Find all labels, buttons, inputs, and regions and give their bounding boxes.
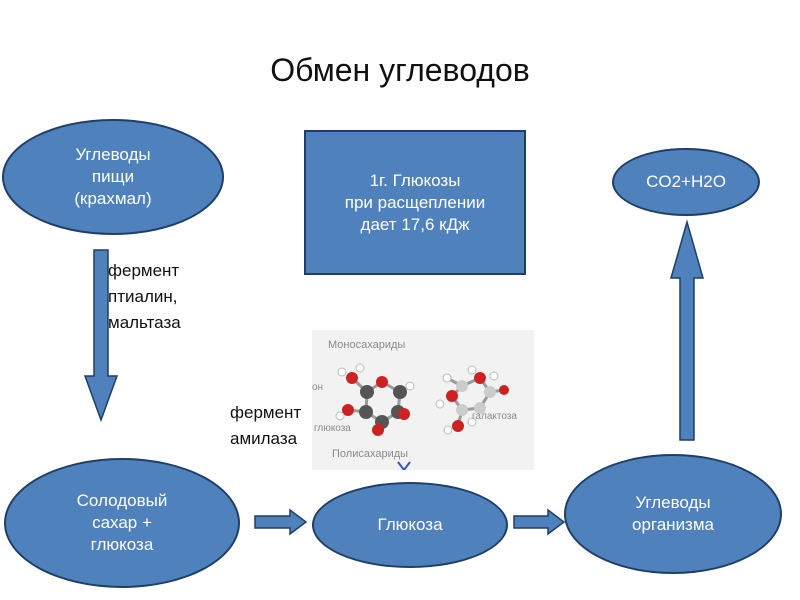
malt-sugar-node: Солодовый сахар + глюкоза [4, 458, 240, 588]
glucose-caption: глюкоза [314, 423, 351, 434]
energy-info-box: 1г. Глюкозы при расщеплении дает 17,6 кД… [304, 130, 526, 275]
body-carbs-node: Углеводы организма [564, 454, 782, 574]
polysaccharides-caption: Полисахариды [332, 448, 409, 460]
arrow-right-1 [254, 508, 308, 536]
products-node: CO2+H2O [612, 148, 760, 216]
arrow-down [83, 249, 119, 423]
arrow-right-2 [513, 508, 566, 536]
enzyme-amylase-label: фермент амилаза [230, 403, 302, 448]
cut-caption: он [312, 382, 324, 393]
food-carbs-node: Углеводы пищи (крахмал) [2, 119, 224, 235]
molecules-image: Моносахариды он глюкоза галактоза Полиса… [312, 330, 534, 470]
glucose-node: Глюкоза [312, 482, 508, 568]
monosaccharides-caption: Моносахариды [328, 339, 406, 351]
molecule-models [335, 363, 509, 470]
galactose-caption: галактоза [472, 411, 517, 422]
enzyme-ptyalin-label: фермент птиалин, мальтаза [108, 261, 181, 332]
arrow-up [670, 219, 704, 441]
page-title: Обмен углеводов [270, 52, 530, 88]
